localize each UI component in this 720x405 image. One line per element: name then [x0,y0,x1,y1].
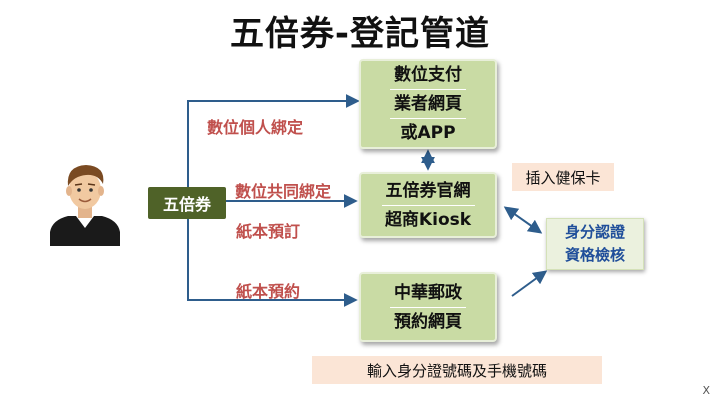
verify-line: 身分認證 [564,223,625,241]
channel-label-digital-joint: 數位共同綁定 [235,182,332,201]
page-title: 五倍券-登記管道 [229,14,491,54]
digital-pay-line: 業者網頁 [390,90,466,119]
post-office-line: 中華郵政 [390,279,466,308]
channel-label-paper-order: 紙本預訂 [236,222,301,241]
health-card-note: 插入健保卡 [512,163,614,191]
channel-label-paper-reserve: 紙本預約 [236,282,301,301]
input-id-phone-note: 輸入身分證號碼及手機號碼 [312,356,602,384]
post-office-box: 中華郵政 預約網頁 [359,272,497,342]
post-office-line: 預約網頁 [394,311,462,332]
digital-pay-line: 數位支付 [390,61,466,90]
arrow-official-verify [503,206,543,234]
channel-label-digital-personal: 數位個人綁定 [207,118,304,137]
source-box: 五倍券 [148,187,226,219]
official-site-box: 五倍券官網 超商Kiosk [359,172,497,238]
corner-mark: X [702,384,710,397]
official-site-line: 五倍券官網 [381,177,475,206]
digital-pay-line: 或APP [400,123,456,143]
person-avatar-icon [50,165,120,246]
official-site-line: 超商Kiosk [384,209,472,230]
verify-line: 資格檢核 [564,246,625,264]
arrow-post-verify [511,270,548,297]
digital-pay-box: 數位支付 業者網頁 或APP [359,59,497,149]
verify-box: 身分認證 資格檢核 [546,218,644,270]
